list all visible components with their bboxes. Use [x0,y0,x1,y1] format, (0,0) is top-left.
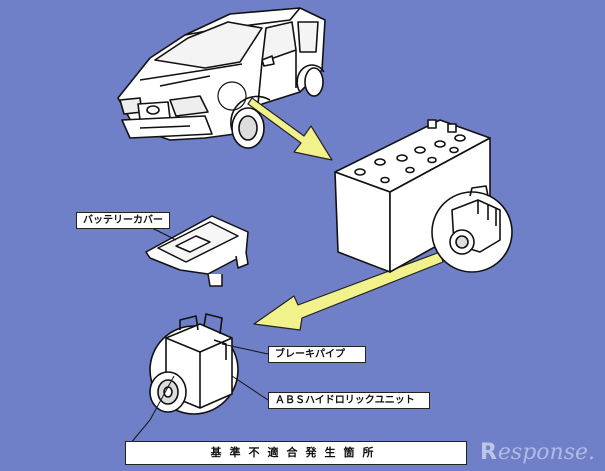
defect-leader [129,375,175,445]
pointer-arrows [247,97,444,331]
brake-pipe-label: ブレーキパイプ [268,346,366,363]
defect-location-label: 基準不適合発生箇所 [125,441,467,465]
battery-illustration [334,119,513,273]
abs-unit-illustration [149,313,239,415]
arrow-car-to-battery [247,97,333,161]
battery-cover-label: バッテリーカバー [76,212,170,229]
battery-cover-illustration [145,215,249,287]
abs-unit-leader [231,375,269,401]
arrow-battery-to-abs [253,251,444,331]
car-illustration [117,7,326,149]
battery-cover-leader [149,226,177,241]
response-watermark: Response. [480,440,595,465]
brake-pipe-leader [221,343,269,355]
abs-unit-label: ＡＢＳハイドロリックユニット [268,392,430,409]
watermark-text: esponse. [497,440,595,465]
response-logo-icon: R [479,440,497,465]
leader-lines [129,343,269,445]
